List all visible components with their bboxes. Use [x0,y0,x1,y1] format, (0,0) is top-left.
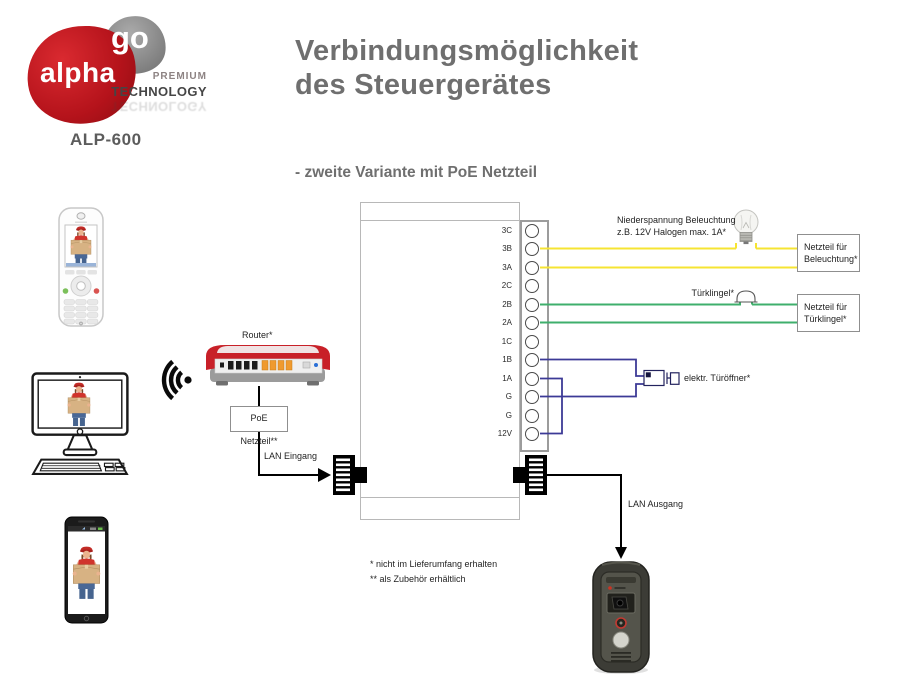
terminal-label: 2B [502,300,512,309]
terminal-screw [525,371,539,386]
smartphone-image [64,516,109,624]
poe-netzteil-label: PoE Netzteil** [240,413,278,446]
logo-technology-text: TECHNOLOGY [111,84,207,99]
terminal-screw [525,278,539,293]
terminal-row: G [462,407,548,424]
terminal-label: G [505,411,512,420]
lighting-note: Niederspannung Beleuchtung z.B. 12V Halo… [617,215,736,238]
lan-in-arrow [318,468,331,482]
terminal-row: 3B [462,240,548,257]
control-unit-top-line [360,220,520,221]
terminal-screw [525,297,539,312]
wire-1b-blue [540,358,644,377]
psu-lighting-box: Netzteil für Beleuchtung* [797,234,860,272]
door-station-button [612,631,630,649]
logo-premium-text: PREMIUM [152,71,207,82]
terminal-label: 3C [501,226,512,235]
terminal-label: G [505,392,512,401]
psu-lighting-line2: Beleuchtung* [804,254,858,264]
router-label: Router* [242,330,273,340]
wire-3b-yellow [540,243,800,250]
psu-doorbell-line2: Türklingel* [804,314,847,324]
terminal-row: 2B [462,296,548,313]
terminal-label: 1B [502,355,512,364]
router-image [206,345,330,386]
logo-go-text: go [111,20,149,55]
lan-in-label: LAN Eingang [264,451,318,461]
psu-doorbell-box: Netzteil für Türklingel* [797,294,860,332]
terminal-screw [525,334,539,349]
footnote-1: * nicht im Lieferumfang erhalten [370,559,498,569]
door-opener-icon [643,369,680,387]
terminal-row: 2A [462,314,548,331]
doorbell-icon [734,290,758,303]
monitor-image [31,372,129,475]
control-unit-outline [360,202,520,520]
page-title: Verbindungsmöglichkeit des Steuergerätes [295,34,638,102]
psu-lighting-line1: Netzteil für [804,242,848,252]
terminal-label: 3B [502,244,512,253]
door-station-image [592,561,650,674]
terminal-label: 1A [502,374,512,383]
wifi-icon [161,359,192,401]
title-line2: des Steuergerätes [295,69,552,101]
model-name: ALP-600 [70,130,142,149]
doorbell-label: Türklingel* [691,288,734,298]
terminal-label: 3A [502,263,512,272]
terminal-label: 1C [501,337,512,346]
terminal-screw [525,260,539,275]
lighting-note-line2: z.B. 12V Halogen max. 1A* [617,226,727,237]
title-line1: Verbindungsmöglichkeit [295,35,639,67]
terminal-screw [525,352,539,367]
terminal-row: 12V [462,425,548,442]
terminal-label: 12V [497,429,512,438]
variant-subtitle: - zweite Variante mit PoE Netzteil [295,164,538,181]
psu-doorbell-line1: Netzteil für [804,302,848,312]
terminal-row: 2C [462,277,548,294]
terminal-screw [525,223,539,238]
door-opener-label: elektr. Türöffner* [684,373,751,383]
terminal-row: 1C [462,333,548,350]
terminal-label: 2C [501,281,512,290]
terminal-screw [525,315,539,330]
terminal-row: 3A [462,259,548,276]
terminal-row: 1A [462,370,548,387]
terminal-screw [525,389,539,404]
lan-line-unit-to-doorstation [547,474,622,547]
control-unit-bottom-line [360,497,520,498]
logo-alpha-text: alpha [40,57,116,88]
terminal-row: 1B [462,351,548,368]
lighting-note-line1: Niederspannung Beleuchtung [617,215,736,225]
wire-g-blue [540,383,644,398]
terminal-row: G [462,388,548,405]
logo-technology-reflection: TECHNOLOGY [111,99,207,114]
terminal-screw [525,426,539,441]
terminal-row: 3C [462,222,548,239]
terminal-label: 2A [502,318,512,327]
terminal-screw [525,241,539,256]
bulb-icon [733,209,759,245]
wire-2b-green [540,302,800,306]
poe-netzteil-box: PoE Netzteil** [230,406,288,446]
handset-image [58,207,104,327]
lan-out-label: LAN Ausgang [628,499,684,509]
terminal-screw [525,408,539,423]
footnote-2: ** als Zubehör erhältlich [370,574,466,584]
